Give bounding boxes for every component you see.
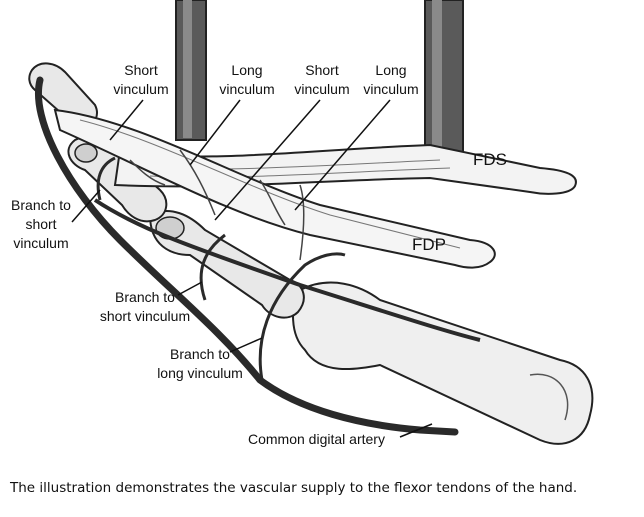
vinculum-short-2 [259, 179, 286, 226]
anatomy-illustration [28, 0, 594, 445]
retractor-left [175, 0, 207, 141]
leader-lines [71, 99, 433, 438]
vinculum-short-1 [129, 159, 166, 186]
artery-branch-long-vinculum [258, 252, 346, 381]
vinculum-long-1 [179, 149, 216, 216]
retractor-right [424, 0, 464, 173]
common-digital-artery [35, 76, 459, 436]
artery-branch-short-vinculum [199, 233, 226, 301]
label-fds: FDS [473, 150, 507, 169]
metacarpal-bone [292, 281, 594, 445]
label-fdp: FDP [412, 235, 446, 254]
artery-branch-short-vinculum-distal [96, 156, 116, 201]
vinculum-long-2 [299, 184, 305, 261]
label-common-digital-artery: Common digital artery [248, 431, 385, 447]
artery-branch-dorsal [93, 198, 481, 342]
figure-caption: The illustration demonstrates the vascul… [10, 480, 578, 496]
proximal-phalanx [148, 210, 305, 319]
